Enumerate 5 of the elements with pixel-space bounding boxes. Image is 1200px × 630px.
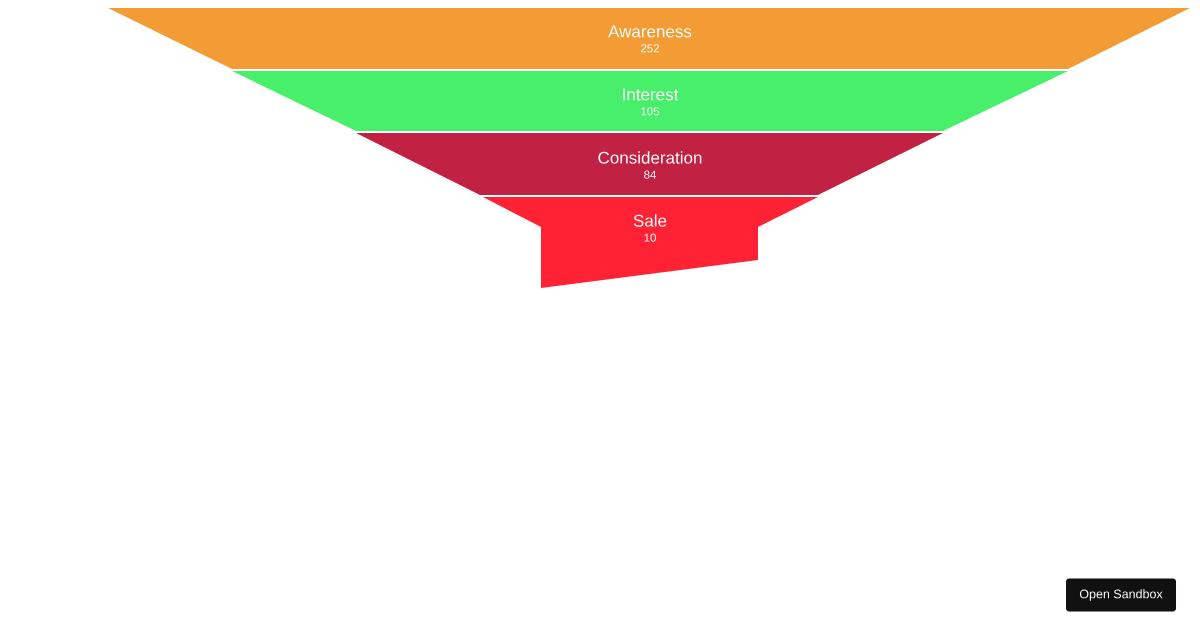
- open-sandbox-button: Open Sandbox: [1066, 578, 1176, 612]
- funnel-band: Interest 105: [232, 71, 1068, 131]
- funnel-band: Consideration 84: [356, 133, 943, 195]
- funnel-band: Awareness 252: [108, 8, 1190, 69]
- funnel-band: Sale 10: [483, 197, 818, 288]
